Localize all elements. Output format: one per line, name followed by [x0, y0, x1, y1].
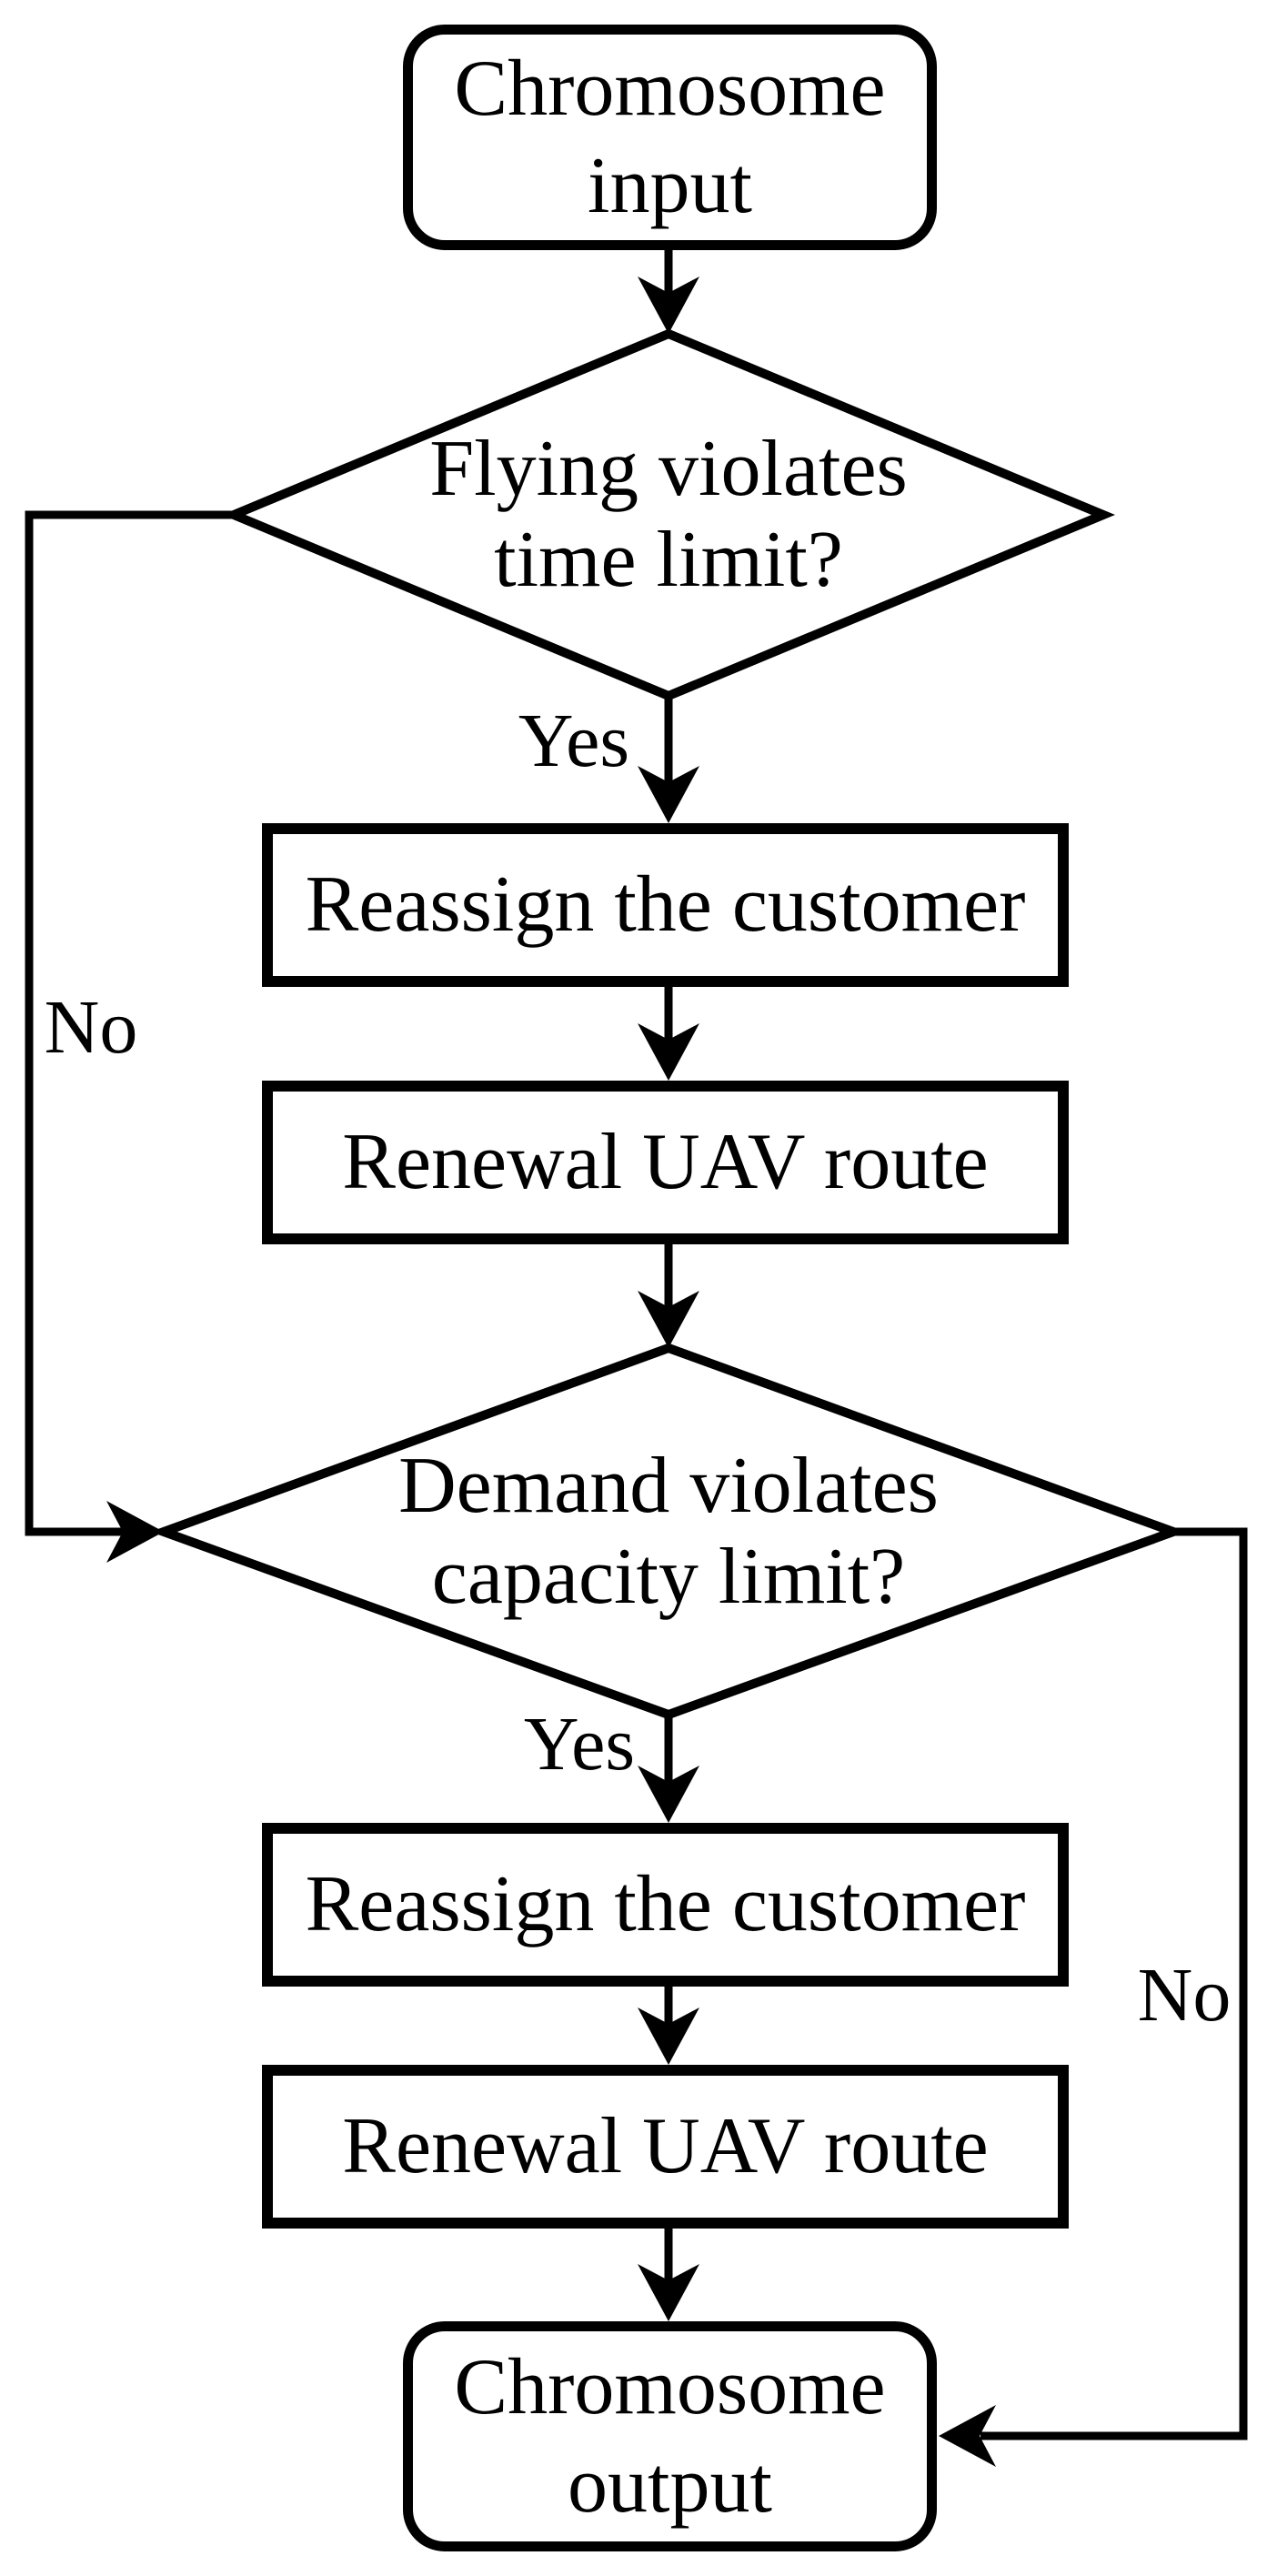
node-chromosome-input-line1: Chromosome — [454, 44, 886, 133]
arrowhead-into-decision-capacity-left — [106, 1501, 164, 1563]
arrowhead-into-reassign-bottom — [638, 1766, 699, 1823]
arrowhead-into-output-right — [939, 2405, 996, 2467]
reassign-customer-bottom-label: Reassign the customer — [305, 1860, 1026, 1949]
node-renewal-uav-route-top: Renewal UAV route — [262, 1081, 1069, 1244]
node-chromosome-output-line2: output — [568, 2440, 772, 2530]
node-decision-time-label: Flying violates time limit? — [259, 377, 1078, 653]
node-chromosome-output: Chromosome output — [403, 2321, 937, 2551]
arrowhead-into-reassign-top — [638, 766, 699, 823]
renewal-uav-route-top-label: Renewal UAV route — [342, 1118, 989, 1207]
edge-label-decision-time-no: No — [44, 985, 138, 1070]
edge-decision-capacity-no-line — [980, 1527, 1248, 2440]
renewal-uav-route-bottom-label: Renewal UAV route — [342, 2102, 989, 2191]
decision-capacity-line1: Demand violates — [398, 1441, 939, 1530]
decision-time-line1: Flying violates — [429, 424, 908, 513]
node-chromosome-input-line2: input — [588, 142, 752, 230]
node-reassign-customer-bottom: Reassign the customer — [262, 1823, 1069, 1987]
node-reassign-customer-top: Reassign the customer — [262, 823, 1069, 987]
arrowhead-into-decision-time — [638, 277, 699, 334]
reassign-customer-top-label: Reassign the customer — [305, 860, 1026, 950]
edge-label-decision-capacity-no: No — [1137, 1953, 1232, 2038]
edge-label-decision-time-yes: Yes — [518, 699, 630, 783]
node-renewal-uav-route-bottom: Renewal UAV route — [262, 2065, 1069, 2229]
node-chromosome-output-line1: Chromosome — [454, 2343, 886, 2432]
arrowhead-into-decision-capacity — [638, 1291, 699, 1348]
edge-decision-time-no-line — [25, 510, 234, 1536]
arrowhead-into-output-top — [638, 2264, 699, 2321]
decision-time-line2: time limit? — [494, 516, 843, 604]
node-chromosome-input: Chromosome input — [403, 25, 937, 250]
node-decision-capacity-label: Demand violates capacity limit? — [259, 1394, 1078, 1670]
edge-label-decision-capacity-yes: Yes — [523, 1702, 636, 1786]
arrowhead-into-renewal-bottom — [638, 2007, 699, 2065]
arrowhead-into-renewal-top — [638, 1023, 699, 1081]
decision-capacity-line2: capacity limit? — [431, 1533, 906, 1621]
